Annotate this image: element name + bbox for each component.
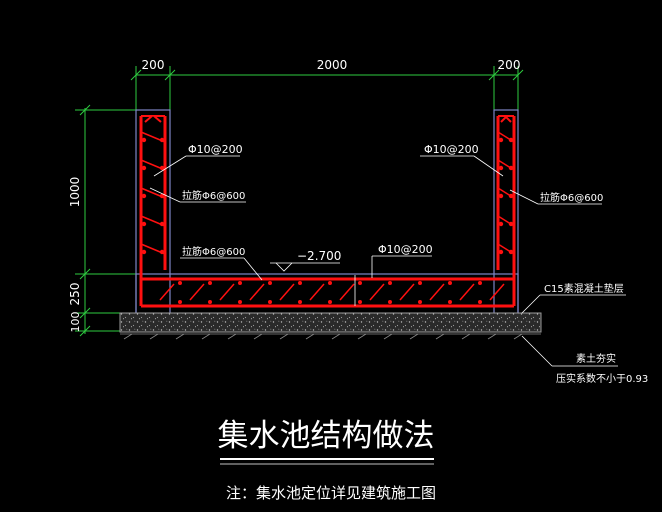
cushion-layer: [119, 312, 542, 333]
dim-top-right: 200: [498, 58, 521, 72]
label-cushion: C15素混凝土垫层: [544, 282, 624, 295]
elevation-marker: [270, 262, 340, 272]
left-dimension: 1000 250 100: [68, 104, 136, 337]
label-tie-left: 拉筋Φ6@600: [182, 189, 245, 202]
drawing-note: 注：集水池定位详见建筑施工图: [226, 484, 436, 502]
label-tie-bottom: 拉筋Φ6@600: [182, 245, 245, 258]
drawing-title: 集水池结构做法: [218, 418, 435, 454]
dim-top-left: 200: [142, 58, 165, 72]
label-elevation: −2.700: [297, 249, 341, 263]
soil-hatch: [120, 333, 541, 340]
pit-outline: [135, 109, 519, 315]
label-soil-line2: 压实系数不小于0.93: [556, 372, 648, 385]
label-rebar-bottom: Φ10@200: [378, 243, 433, 256]
dim-left-bottom: 100: [69, 312, 82, 333]
label-tie-right: 拉筋Φ6@600: [540, 191, 603, 204]
dim-top-middle: 2000: [317, 58, 348, 72]
dim-left-top: 1000: [68, 177, 82, 208]
leader-lines: [149, 155, 626, 367]
label-rebar-right: Φ10@200: [424, 143, 479, 156]
rebar-cage: [139, 115, 516, 308]
label-rebar-left: Φ10@200: [188, 143, 243, 156]
label-soil-line1: 素土夯实: [576, 352, 616, 365]
top-dimension: 200 2000 200: [130, 58, 524, 110]
dim-left-middle: 250: [68, 283, 82, 306]
